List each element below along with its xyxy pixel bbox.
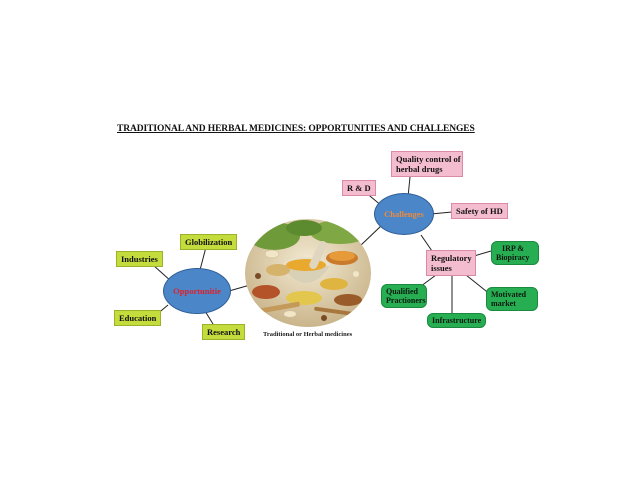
herbal-medicines-photo (244, 218, 372, 328)
link-challenges-regulatory (420, 234, 433, 252)
link-challenges-safety (430, 211, 453, 215)
challenge-regulatory-line1: Regulatory (431, 253, 472, 263)
regulatory-qualified-line2: Practioners (386, 296, 426, 305)
regulatory-ipr-biopiracy: IRP & Biopiracy (491, 241, 539, 265)
challenge-quality-line2: herbal drugs (396, 164, 443, 174)
regulatory-qualified-practioners: Qualified Practioners (381, 284, 427, 308)
regulatory-qualified-line1: Qualified (386, 287, 419, 296)
challenge-quality-control: Quality control of herbal drugs (391, 151, 463, 177)
challenge-quality-line1: Quality control of (396, 154, 461, 164)
regulatory-ipr-line2: Biopiracy (496, 253, 530, 262)
regulatory-ipr-line1: IRP & (502, 244, 524, 253)
link-regulatory-ipr (473, 250, 492, 257)
regulatory-infrastructure: Infrastructure (427, 313, 487, 328)
diagram-title: TRADITIONAL AND HERBAL MEDICINES: OPPORT… (117, 124, 475, 134)
link-opportunities-globilization (199, 246, 207, 271)
regulatory-motivated-line2: market (491, 299, 516, 308)
opportunities-hub: Opportunitie (163, 268, 231, 314)
regulatory-motivated-market: Motivated market (486, 287, 538, 311)
opportunity-education: Education (114, 310, 162, 326)
opportunities-hub-label: Opportunitie (173, 286, 221, 296)
challenge-safety: Safety of HD (451, 203, 508, 219)
challenges-hub: Challenges (374, 193, 434, 235)
regulatory-motivated-line1: Motivated (491, 290, 527, 299)
link-center-challenges (359, 224, 383, 247)
challenge-rnd: R & D (342, 180, 376, 196)
challenge-regulatory-line2: issues (431, 263, 452, 273)
challenges-hub-label: Challenges (384, 209, 424, 219)
center-caption: Traditional or Herbal medicines (263, 331, 353, 338)
opportunity-industries: Industries (116, 251, 163, 267)
opportunity-research: Research (202, 324, 246, 340)
opportunity-globilization: Globilization (180, 234, 238, 250)
challenge-regulatory: Regulatory issues (426, 250, 476, 276)
link-opportunities-center (228, 284, 251, 292)
link-opportunities-research (204, 310, 214, 325)
herbal-medicines-illustration (245, 219, 371, 327)
